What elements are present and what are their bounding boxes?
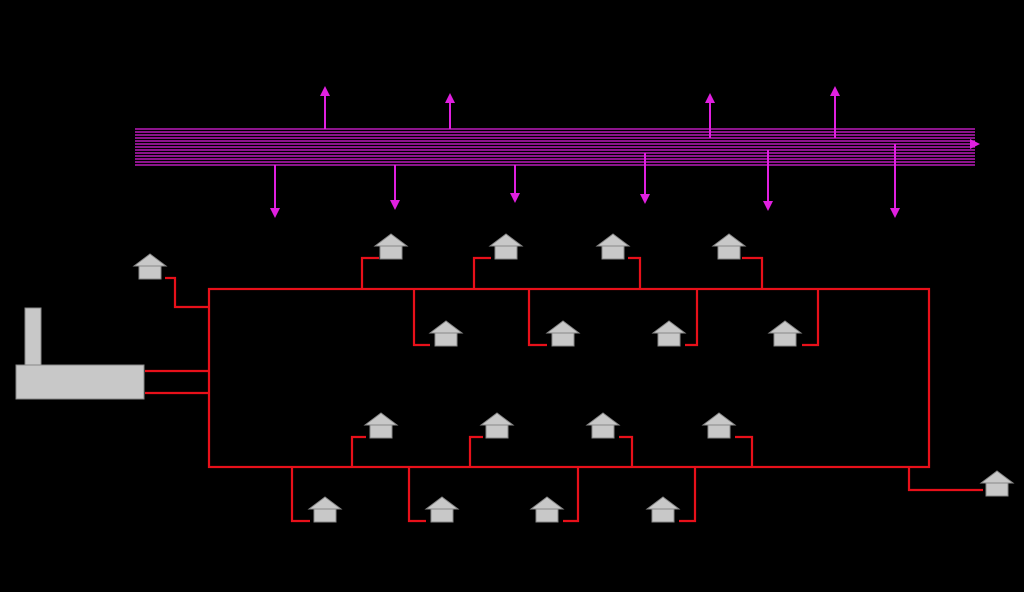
flow-trunk <box>135 128 980 166</box>
trunk-right-line-2: V = 0,5 m/s <box>892 48 964 64</box>
house-icon <box>424 496 460 523</box>
house-icon <box>529 496 565 523</box>
plant-name-label: Zdroj <box>4 278 36 294</box>
trunk-mid-line-2: V = 1,0 - 1,5 m/s <box>510 92 614 108</box>
bottom-pipe-line-4: R = 0,1 kPa/m <box>164 570 254 586</box>
house-icon <box>545 320 581 347</box>
trunk-mid-line-1: DN 250 <box>548 72 596 88</box>
house-icon <box>585 412 621 439</box>
trunk-main-line-2: Q = 2450 m3/h <box>115 26 209 42</box>
bottom-pipe-line-3: V = 3,0 m/s (dop. 3,0 m/s) <box>164 546 326 562</box>
heat-source-plant <box>15 307 145 400</box>
plant-param-power: Q = 250 MW <box>18 416 97 432</box>
pipe-network <box>145 256 983 523</box>
house-icon <box>701 412 737 439</box>
house-icon <box>651 320 687 347</box>
trunk-main-line-1: DN 500 <box>115 6 163 22</box>
plant-chimney <box>24 307 42 367</box>
plant-param-flow: Q = 3000-4000 m3/h <box>12 438 141 454</box>
house-icon <box>595 233 631 260</box>
house-icon <box>645 496 681 523</box>
house-icon <box>373 233 409 260</box>
house-icon <box>363 412 399 439</box>
trunk-main-line-4: R = 0,1 kPa/m <box>115 70 205 86</box>
bottom-pipe-line-2: Q = 1450 m3/h <box>164 524 258 540</box>
trunk-right-line-1: DN 400 <box>902 28 950 44</box>
house-icon <box>979 470 1015 497</box>
trunk-main-line-3: V = 3,05 m/s (dop. 3,0 m/s) <box>115 48 285 64</box>
plant-param-temperature: t = 135 °C <box>12 486 75 502</box>
house-icon <box>767 320 803 347</box>
plant-param-pressure: 1,7 MPa < dp < 2,2 MPa <box>6 460 158 476</box>
flow-branches-up <box>320 86 840 138</box>
house-icon <box>428 320 464 347</box>
house-icon <box>132 253 168 280</box>
house-icon <box>307 496 343 523</box>
trunk-right-line-3: R = 0,1 kPa/m <box>864 70 954 86</box>
bottom-pipe-line-1: DN 400 <box>160 504 208 520</box>
side-left-lower-label: DN 350 <box>222 404 236 445</box>
consumer-houses <box>132 233 1015 523</box>
house-icon <box>479 412 515 439</box>
side-right-lower-label: DN 350 <box>900 414 914 455</box>
flow-branches-down <box>270 144 900 218</box>
inner-upper-label: DN 250 <box>553 293 598 308</box>
plant-building <box>15 364 145 400</box>
side-right-upper-label: DN 350 <box>900 297 914 338</box>
side-left-upper-label: DN 350 <box>222 297 236 338</box>
house-icon <box>488 233 524 260</box>
house-icon <box>711 233 747 260</box>
